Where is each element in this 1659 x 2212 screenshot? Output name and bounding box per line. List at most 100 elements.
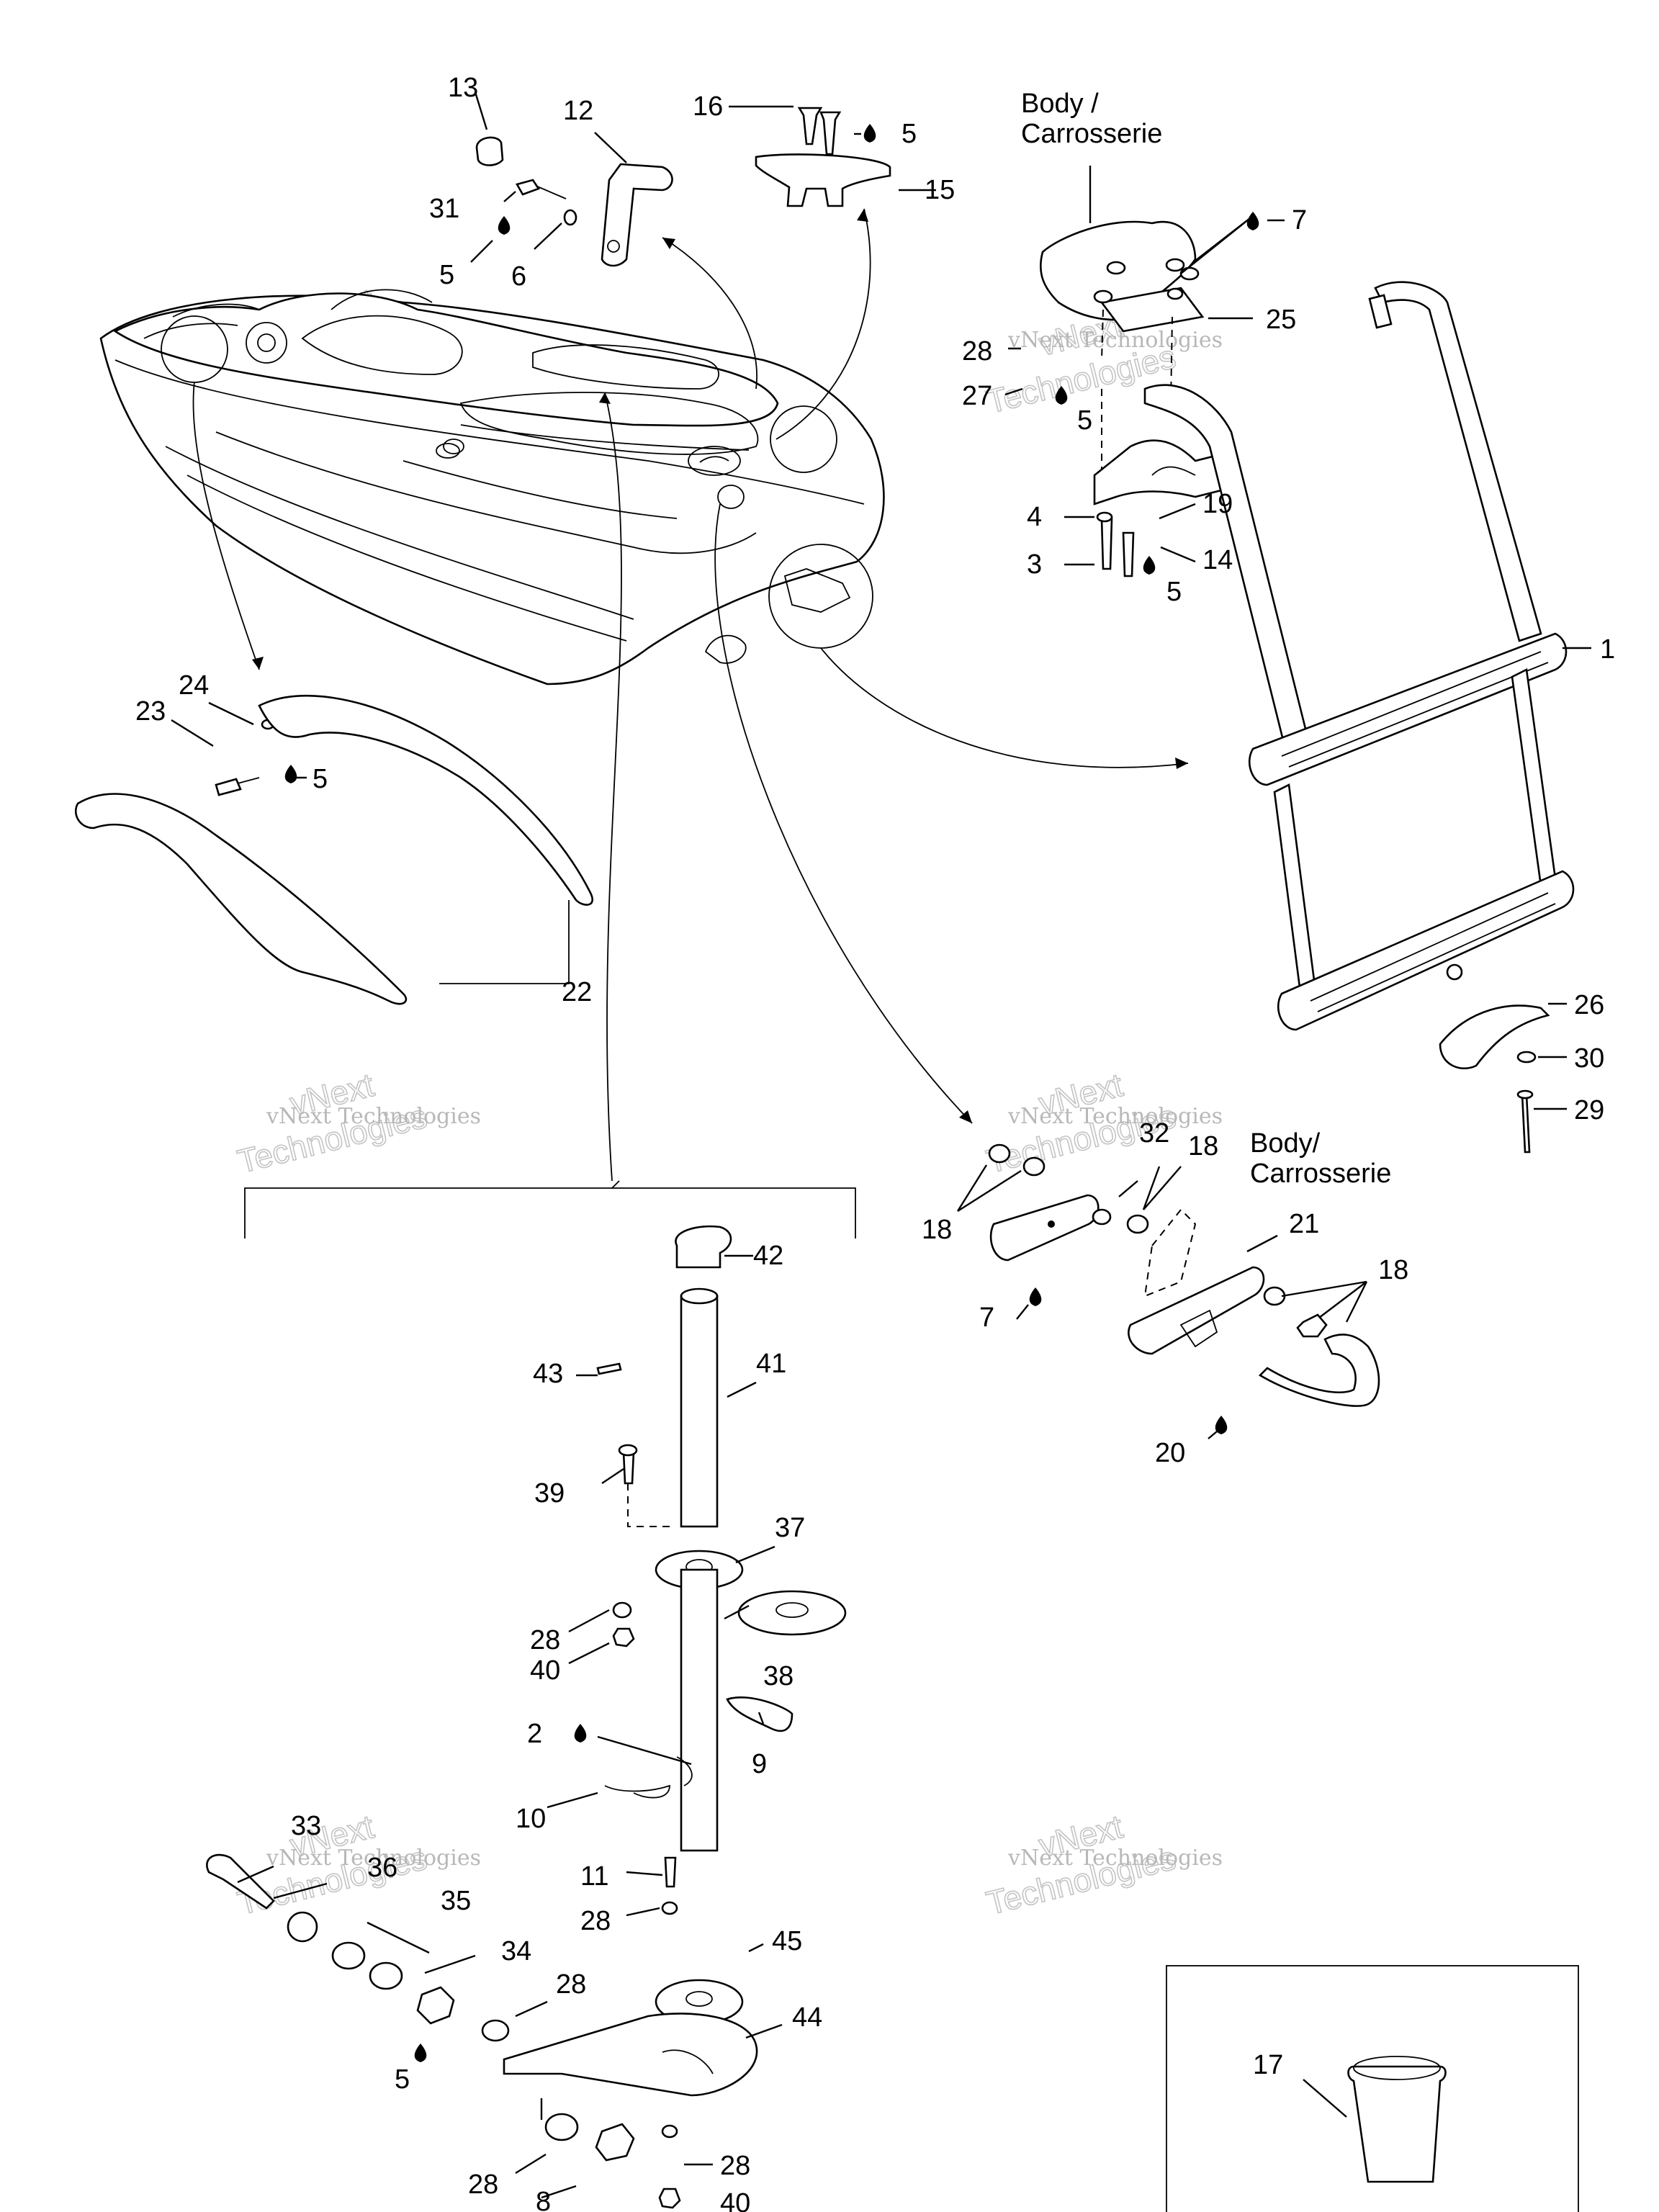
part-10-clip: [604, 1784, 670, 1799]
part-18-washer-2: [1126, 1214, 1149, 1234]
callout-32: 32: [1139, 1118, 1169, 1148]
callout-31: 31: [429, 194, 459, 224]
part-32-plate: [989, 1194, 1100, 1262]
drop-icon: [574, 1724, 587, 1743]
callout-22: 22: [562, 977, 592, 1007]
callout-12: 12: [563, 96, 593, 126]
part-6-washer: [563, 209, 577, 226]
callout-27: 27: [962, 381, 992, 411]
callout-42: 42: [753, 1241, 783, 1271]
part-41-post: [680, 1568, 719, 1852]
part-28-washer-3: [661, 2124, 678, 2139]
body-panel-hole: [1179, 266, 1200, 281]
part-39-screw: [622, 1450, 635, 1485]
callout-17: 17: [1253, 2050, 1283, 2080]
part-22-handrail-2: [74, 793, 408, 1005]
part-11-screw: [664, 1856, 677, 1888]
callout-26: 26: [1574, 990, 1604, 1020]
part-16-screw: [797, 107, 823, 145]
part-40-nut-2: [658, 2188, 681, 2209]
part-35-washer-2: [369, 1961, 403, 1990]
body-label-mid-line1: Body/: [1250, 1128, 1321, 1159]
callout-28-lower: 28: [580, 1906, 611, 1936]
part-31-screw: [516, 179, 540, 196]
callout-28-bottom-left: 28: [468, 2170, 498, 2200]
callout-6: 6: [511, 261, 526, 292]
callout-5-bottom: 5: [395, 2064, 410, 2095]
callout-10: 10: [516, 1804, 546, 1834]
part-4-washer: [1096, 511, 1113, 523]
body-panel-hole: [1106, 261, 1126, 275]
part-14-screw: [1122, 531, 1135, 577]
drop-icon: [1246, 212, 1259, 230]
callout-1: 1: [1600, 634, 1615, 665]
callout-45: 45: [772, 1926, 802, 1956]
callout-11: 11: [580, 1861, 608, 1892]
drop-icon: [1029, 1287, 1042, 1306]
part-18-nut-group: [988, 1143, 1046, 1177]
part-17-inset-box: [1166, 1965, 1579, 2212]
part-28-washer: [612, 1601, 632, 1619]
part-17-cup-holder: [1347, 2065, 1447, 2183]
callout-9: 9: [752, 1749, 767, 1779]
leader-arrows: [192, 208, 1189, 1182]
callout-5-rail: 5: [313, 764, 328, 794]
part-26-grip: [1439, 1004, 1550, 1069]
callout-43: 43: [533, 1359, 563, 1389]
callout-numbers: 1 2 3 4 5 5 5 5 5 5 6 7 7 8 9 10 11 12 1…: [135, 73, 1615, 2212]
part-20-u-bolt: [1258, 1334, 1380, 1407]
callout-35: 35: [441, 1886, 471, 1916]
callout-20: 20: [1155, 1438, 1185, 1468]
callout-15: 15: [925, 175, 955, 205]
callout-7-top: 7: [1292, 205, 1307, 235]
callout-13: 13: [448, 73, 478, 103]
frame-bracket-tick: [611, 1180, 620, 1189]
body-label-mid-line2: Carrosserie: [1250, 1159, 1391, 1189]
part-15-cleat: [755, 153, 891, 207]
part-28-washer-5: [544, 2113, 579, 2141]
callout-16: 16: [693, 91, 723, 122]
part-36-gear: [287, 1911, 318, 1943]
callout-28-top: 28: [962, 336, 992, 367]
part-40-nut: [612, 1627, 635, 1647]
callout-21: 21: [1289, 1209, 1319, 1239]
part-34-nut: [416, 1986, 455, 2025]
callout-18-right: 18: [1378, 1255, 1408, 1285]
part-8-nut: [595, 2123, 635, 2162]
part-43-pin: [596, 1362, 622, 1375]
frame-bracket: [244, 1187, 856, 1238]
body-panel-mid: [1143, 1208, 1197, 1298]
part-29-pin: [1521, 1093, 1531, 1154]
watermark-text: vNext Technologies: [266, 1845, 481, 1871]
body-label-top-line2: Carrosserie: [1021, 119, 1162, 149]
callout-5-top: 5: [902, 119, 917, 149]
part-1-ladder: [1143, 281, 1575, 1031]
watermark-text: vNext Technologies: [266, 1104, 481, 1129]
part-23-screw: [215, 778, 242, 796]
part-41-tube: [680, 1295, 719, 1528]
callout-5-left: 5: [439, 260, 454, 290]
part-18-nut: [1296, 1313, 1328, 1338]
drop-icon: [284, 765, 297, 783]
callout-41: 41: [756, 1349, 786, 1379]
callout-28-post: 28: [530, 1625, 560, 1655]
part-16-screw-2: [819, 111, 842, 156]
callout-18-top: 18: [1188, 1131, 1218, 1161]
drop-icon: [1143, 556, 1156, 575]
callout-36: 36: [367, 1853, 397, 1883]
callout-34: 34: [501, 1936, 531, 1966]
callout-25: 25: [1266, 305, 1296, 335]
callout-44: 44: [792, 2002, 822, 2033]
adhesive-drop-icons: [284, 124, 1259, 2062]
part-42-knob: [675, 1225, 732, 1269]
callout-18-left: 18: [922, 1215, 952, 1245]
callout-33: 33: [291, 1811, 321, 1841]
part-3-screw: [1100, 517, 1113, 570]
callout-14: 14: [1202, 545, 1233, 575]
part-12-bracket: [601, 163, 673, 267]
callout-30: 30: [1574, 1043, 1604, 1074]
watermark-text: vNext Technologies: [1007, 1104, 1223, 1129]
callout-23: 23: [135, 696, 166, 727]
part-22-handrail: [258, 694, 593, 906]
